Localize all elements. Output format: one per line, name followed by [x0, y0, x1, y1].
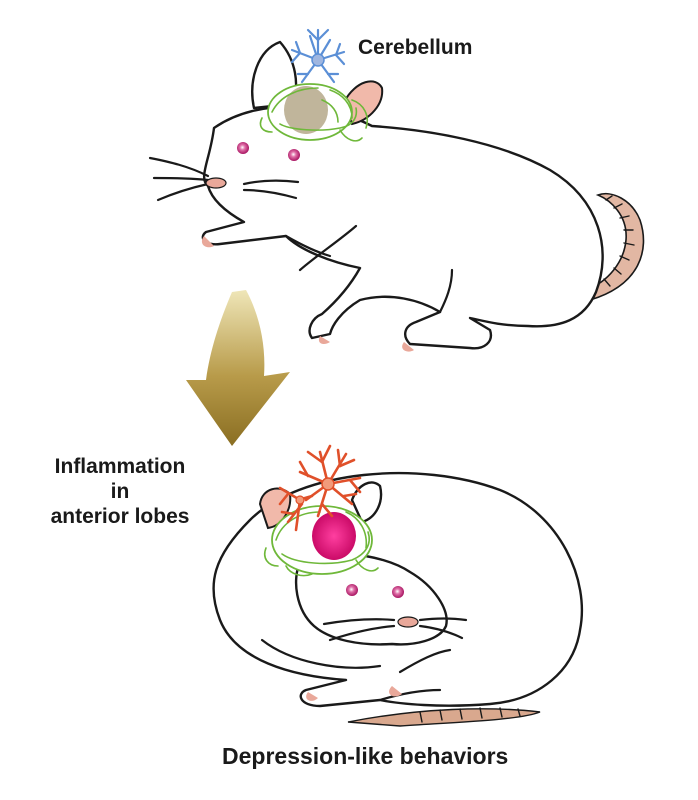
paw-front: [201, 236, 214, 248]
anterior-lobe-inflamed: [312, 512, 356, 560]
tail-rings: [603, 195, 635, 287]
nose: [397, 616, 419, 628]
paw-back: [306, 692, 318, 701]
paw-back: [402, 342, 414, 352]
eye-left: [346, 584, 358, 596]
activated-microglia-icon: [278, 444, 362, 532]
whiskers: [148, 156, 300, 202]
eye-right: [288, 149, 300, 161]
eye-left: [237, 142, 249, 154]
legs: [284, 224, 454, 314]
body: [201, 105, 604, 350]
inflammation-label-line2: in: [110, 480, 130, 503]
paw-front: [389, 686, 402, 697]
inflammation-label-line1: Inflammation: [54, 455, 186, 478]
ear-front: [342, 80, 384, 126]
microglia-icon: [290, 28, 346, 84]
tail: [347, 708, 541, 727]
cerebellum-healthy: [259, 83, 368, 142]
legs: [260, 638, 452, 702]
arrow-down-icon: [186, 290, 290, 446]
whiskers: [322, 617, 468, 642]
inflammation-label-line3: anterior lobes: [50, 505, 190, 528]
tail: [584, 193, 645, 301]
depression-label: Depression-like behaviors: [222, 743, 509, 769]
mouse-icon: [148, 28, 645, 352]
inflammation-label: Inflammation in anterior lobes: [10, 454, 230, 529]
paw-mid: [318, 336, 330, 344]
cerebellum-label: Cerebellum: [358, 36, 473, 59]
anterior-lobe: [284, 86, 328, 134]
tail-rings: [419, 707, 521, 723]
hunched-mouse-icon: [212, 444, 584, 727]
nose: [205, 177, 227, 189]
eye-right: [392, 586, 404, 598]
